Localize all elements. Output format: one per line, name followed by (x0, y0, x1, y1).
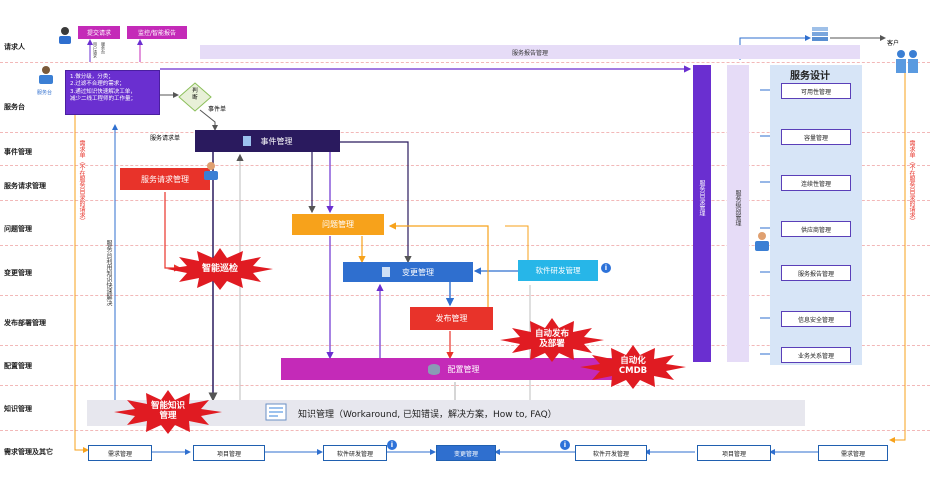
sd-item-info-security: 信息安全管理 (781, 311, 851, 327)
lane-label-incident: 事件管理 (4, 148, 32, 156)
service-level-mgmt-bar (727, 65, 749, 362)
service-desk-tiny-label: 服务台 (101, 42, 106, 54)
lane-label-service-desk: 服务台 (4, 103, 25, 111)
knowledge-mgmt-label: 知识管理（Workaround, 已知错误，解决方案，How to, FAQ） (298, 410, 557, 420)
lane-label-service-request: 服务请求管理 (4, 182, 46, 190)
engineer-icon (200, 160, 222, 182)
auto-release-label: 自动发布 及部署 (534, 329, 569, 349)
sd-item-service-report: 服务报告管理 (781, 265, 851, 281)
change-doc-icon (382, 267, 390, 277)
bottom-software-rd-mgmt: 软件研发管理 (323, 445, 387, 461)
incident-mgmt-label: 事件管理 (260, 136, 293, 146)
lane-label-change: 变更管理 (4, 269, 32, 277)
service-catalog-mgmt-label: 服务目录管理 (698, 180, 705, 216)
lane-label-problem: 问题管理 (4, 225, 32, 233)
lane-label-demand-other: 需求管理及其它 (4, 448, 53, 456)
sd-item-capacity: 容量管理 (781, 129, 851, 145)
manager-person-icon (752, 230, 772, 252)
config-mgmt-label: 配置管理 (447, 364, 480, 374)
info-badge-bottom-right[interactable]: i (560, 440, 570, 450)
lane-label-release: 发布部署管理 (4, 319, 46, 327)
sd-item-business-relationship: 业务关系管理 (781, 347, 851, 363)
customer-group-icon (893, 48, 923, 74)
report-stack-icon (810, 25, 830, 43)
smart-inspection-star: 智能巡检 (165, 248, 275, 290)
demand-left-vertical: 需求单（不在服务目录的请求） (78, 140, 85, 224)
config-mgmt-box: 配置管理 (281, 358, 626, 380)
service-desk-box: 1.做分级，分类； 2.过滤不合理的需求； 3.通过知识快速解决工单， 减少二线… (65, 70, 160, 115)
database-icon (427, 363, 440, 375)
knowledge-doc-icon (265, 402, 287, 422)
judge-label: 判 断 (192, 88, 198, 101)
bottom-demand-mgmt-right: 需求管理 (818, 445, 888, 461)
service-desk-person-icon (35, 64, 57, 86)
service-report-mgmt-bar: 服务报告管理 (200, 45, 860, 59)
service-request-mgmt-box: 服务请求管理 (120, 168, 210, 190)
user-request-tiny-label: 用户请求 (93, 42, 98, 58)
service-request-ticket-label: 服务请求单 (150, 135, 181, 142)
incident-mgmt-box: 事件管理 (195, 130, 340, 152)
smart-knowledge-label: 智能知识 管理 (150, 401, 185, 421)
software-rd-mgmt-box: 软件研发管理 (518, 260, 598, 281)
auto-release-star: 自动发布 及部署 (498, 318, 606, 362)
bottom-project-mgmt-left: 项目管理 (193, 445, 265, 461)
info-badge-bottom-left[interactable]: i (387, 440, 397, 450)
service-desk-person-label: 服务台 (37, 90, 53, 96)
automation-cmdb-label: 自动化 CMDB (618, 356, 648, 376)
info-badge-software-rd[interactable]: i (601, 263, 611, 273)
customer-label: 客户 (887, 40, 900, 47)
smart-inspection-label: 智能巡检 (201, 263, 238, 274)
service-catalog-mgmt-bar (693, 65, 711, 362)
monitor-smart-report-box: 监控/智能报告 (127, 26, 187, 39)
bottom-software-dev-mgmt: 软件开发管理 (575, 445, 647, 461)
incident-doc-icon (242, 136, 251, 146)
lane-label-config: 配置管理 (4, 362, 32, 370)
demand-right-vertical: 需求单（不在服务目录的请求） (908, 140, 915, 224)
service-desk-text: 1.做分级，分类； 2.过滤不合理的需求； 3.通过知识快速解决工单， 减少二线… (70, 74, 137, 103)
judge-diamond: 判 断 (178, 82, 212, 112)
service-design-title: 服务设计 (790, 71, 830, 82)
requester-person-icon (55, 25, 75, 45)
automation-cmdb-star: 自动化 CMDB (578, 345, 688, 389)
lane-label-knowledge: 知识管理 (4, 405, 32, 413)
change-mgmt-box: 变更管理 (343, 262, 473, 282)
sd-item-continuity: 连续性管理 (781, 175, 851, 191)
service-level-mgmt-label: 服务级别管理 (734, 190, 741, 226)
smart-knowledge-star: 智能知识 管理 (112, 390, 224, 434)
incident-ticket-label: 事件单 (208, 106, 227, 113)
lane-label-requester: 请求人 (4, 43, 25, 51)
bottom-change-mgmt: 变更管理 (436, 445, 496, 461)
bottom-project-mgmt-right: 项目管理 (697, 445, 771, 461)
self-service-vertical: 服务台利用知识快速解决 (105, 240, 112, 306)
submit-request-box: 提交请求 (78, 26, 120, 39)
change-mgmt-label: 变更管理 (402, 267, 434, 277)
release-mgmt-box: 发布管理 (410, 307, 493, 330)
problem-mgmt-box: 问题管理 (292, 214, 384, 235)
bottom-demand-mgmt-left: 需求管理 (88, 445, 152, 461)
sd-item-availability: 可用性管理 (781, 83, 851, 99)
sd-item-supplier: 供应商管理 (781, 221, 851, 237)
